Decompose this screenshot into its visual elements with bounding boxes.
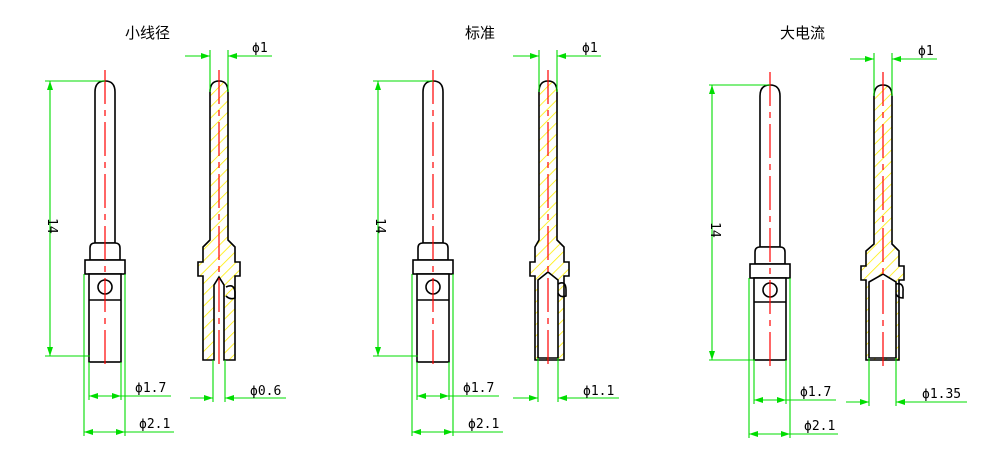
section-view (860, 72, 905, 370)
section-view (197, 70, 241, 367)
dimension-inner-diameter: ϕ1.35 (846, 358, 967, 406)
dimension-inner-diameter: ϕ1.1 (513, 358, 619, 402)
inner-diameter-label: ϕ1.1 (583, 384, 614, 399)
panel-standard: 标准 14 (372, 24, 619, 436)
dimension-barrel-diameter: ϕ1.7 (88, 362, 171, 400)
length-label: 14 (707, 222, 722, 238)
dimension-barrel-diameter: ϕ1.7 (416, 362, 499, 400)
barrel-diameter-label: ϕ1.7 (463, 381, 494, 396)
barrel-diameter-label: ϕ1.7 (800, 385, 831, 400)
dimension-collar-diameter: ϕ2.1 (83, 274, 174, 436)
dimension-inner-diameter: ϕ0.6 (190, 360, 286, 402)
tip-diameter-label: ϕ1 (252, 41, 268, 56)
collar-diameter-label: ϕ2.1 (468, 417, 499, 432)
exterior-view (412, 70, 454, 367)
barrel-diameter-label: ϕ1.7 (135, 381, 166, 396)
length-label: 14 (44, 218, 59, 234)
dimension-tip-diameter: ϕ1 (850, 44, 937, 96)
panel-title: 小线径 (125, 24, 170, 42)
collar-diameter-label: ϕ2.1 (804, 419, 835, 434)
section-view (529, 70, 570, 367)
dimension-collar-diameter: ϕ2.1 (748, 278, 838, 438)
dimension-length: 14 (707, 84, 770, 361)
dimension-collar-diameter: ϕ2.1 (411, 274, 503, 436)
dimension-length: 14 (44, 80, 105, 357)
collar-diameter-label: ϕ2.1 (139, 417, 170, 432)
panel-title: 标准 (465, 24, 495, 42)
tip-diameter-label: ϕ1 (582, 41, 598, 56)
panel-high-current: 大电流 14 (707, 24, 967, 438)
dimension-tip-diameter: ϕ1 (185, 41, 272, 92)
inner-diameter-label: ϕ0.6 (250, 384, 281, 399)
inner-diameter-label: ϕ1.35 (922, 387, 961, 402)
exterior-view (749, 72, 791, 370)
panel-small-gauge: 小线径 14 (44, 24, 286, 436)
tip-diameter-label: ϕ1 (918, 44, 934, 59)
dimension-tip-diameter: ϕ1 (513, 41, 601, 92)
exterior-view (84, 70, 126, 367)
dimension-barrel-diameter: ϕ1.7 (753, 360, 836, 404)
panel-title: 大电流 (780, 24, 825, 42)
length-label: 14 (372, 218, 387, 234)
dimension-length: 14 (372, 80, 433, 357)
